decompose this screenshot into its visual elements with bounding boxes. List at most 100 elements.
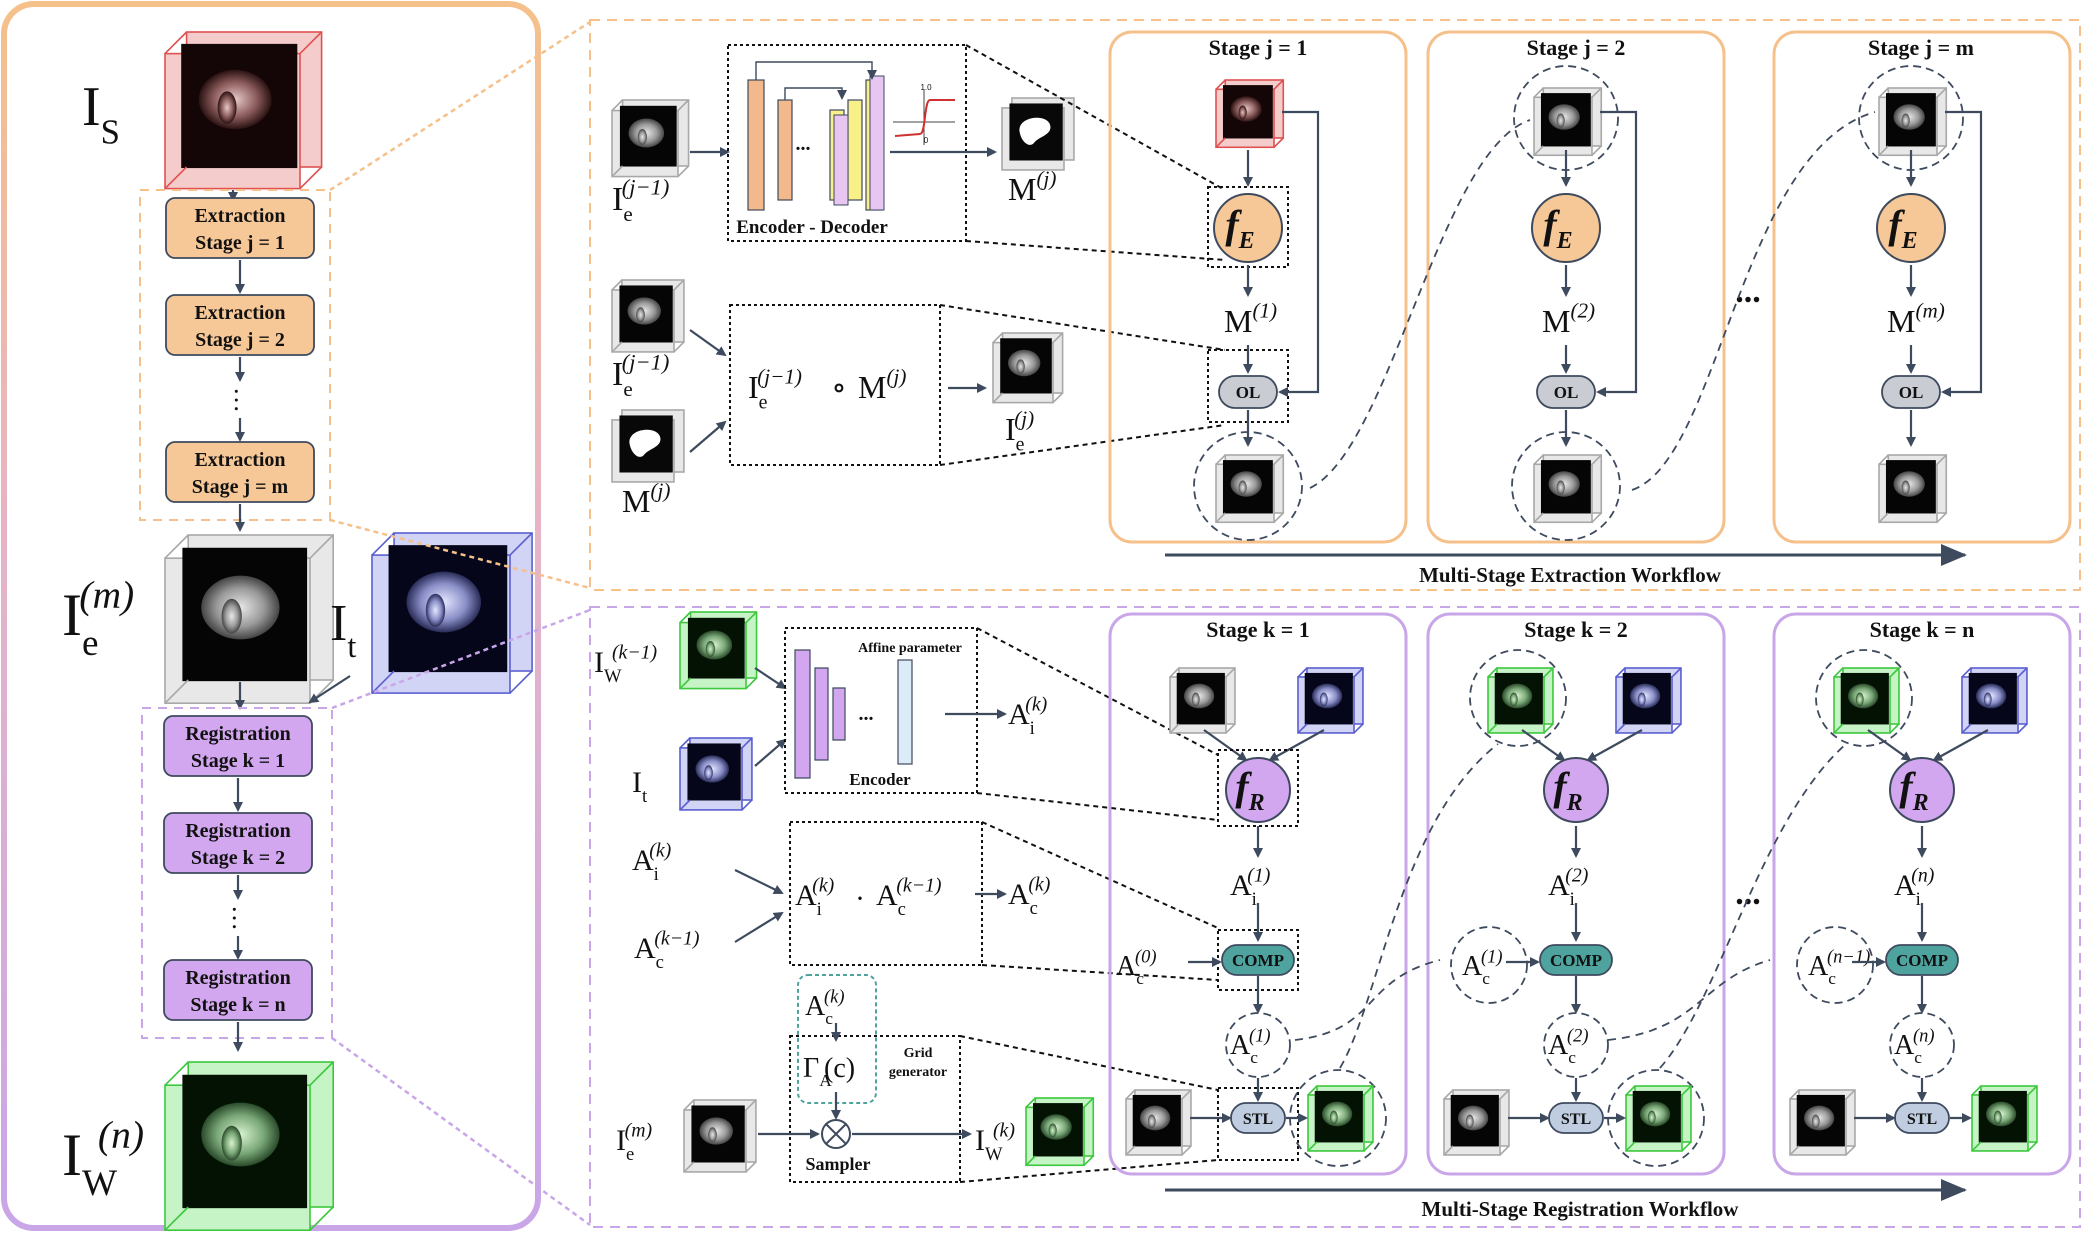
pill-shape bbox=[1881, 375, 1941, 409]
node-label: fR bbox=[1899, 764, 1928, 816]
zoom-line bbox=[959, 1159, 1219, 1183]
volume-edge bbox=[371, 670, 395, 694]
source-image-label: IS bbox=[82, 76, 120, 151]
stage-moving-volume-icon bbox=[1833, 667, 1900, 734]
step-line1: Extraction bbox=[194, 302, 285, 324]
volume-edge bbox=[1225, 667, 1236, 678]
volume-edge bbox=[1125, 1089, 1136, 1100]
step-line2: Stage k = 2 bbox=[191, 847, 285, 869]
volume-edge bbox=[1487, 667, 1498, 678]
sampler-label: Sampler bbox=[806, 1154, 871, 1174]
volume-edge bbox=[1273, 512, 1284, 523]
volume-edge bbox=[1625, 1085, 1636, 1096]
stage-title: Stage k = n bbox=[1870, 617, 1975, 642]
brain-stem bbox=[1993, 1110, 2002, 1125]
compose-operator: · bbox=[855, 882, 865, 915]
stage-title: Stage j = m bbox=[1868, 35, 1974, 60]
COMP-pill: COMP bbox=[1885, 944, 1959, 976]
volume-edge bbox=[1971, 1141, 1982, 1152]
volume-edge bbox=[1878, 512, 1889, 523]
volume-edge bbox=[164, 534, 189, 559]
stage-ac-input-label: Ac(1) bbox=[1462, 946, 1503, 988]
volume-edge bbox=[509, 670, 533, 694]
masking-box bbox=[729, 304, 941, 466]
stage-output-volume-icon bbox=[1533, 454, 1603, 524]
pill-shape bbox=[1536, 375, 1596, 409]
STL-pill: STL bbox=[1548, 1102, 1604, 1134]
extracted-volume-icon bbox=[164, 534, 334, 705]
stage-warped-volume-icon bbox=[1307, 1085, 1374, 1152]
volume-edge bbox=[1499, 1145, 1510, 1156]
volume-edge bbox=[1615, 667, 1626, 678]
volume-edge bbox=[1533, 512, 1544, 523]
step-line2: Stage k = n bbox=[190, 994, 285, 1016]
stage-link-curve bbox=[1294, 959, 1441, 1041]
brain-stem bbox=[221, 1125, 242, 1161]
node-label: fR bbox=[1553, 764, 1582, 816]
volume-edge bbox=[1273, 137, 1284, 148]
encoder-label: Encoder bbox=[849, 770, 911, 789]
pill-label: COMP bbox=[1550, 951, 1602, 970]
volume-edge bbox=[309, 1206, 334, 1231]
arrow-skip-to-OL bbox=[1596, 110, 1638, 397]
stage-ac-output-label: Ac(2) bbox=[1548, 1025, 1589, 1067]
warped-input-volume-icon bbox=[679, 611, 758, 690]
volume-edge bbox=[679, 677, 692, 690]
dashed-circle bbox=[1815, 649, 1913, 747]
brain-stem bbox=[1855, 692, 1864, 707]
volume-edge bbox=[683, 1099, 695, 1111]
ie-prev-label-2-text: Ie(j−1) bbox=[612, 350, 669, 402]
volume-edge bbox=[309, 534, 334, 559]
dashed-circle bbox=[1511, 431, 1621, 541]
stage-warped-volume-icon bbox=[1971, 1085, 2038, 1152]
volume-edge bbox=[1499, 1089, 1510, 1100]
gamma-symbol-text: ΓA bbox=[803, 1053, 832, 1090]
volume-edge bbox=[1671, 667, 1682, 678]
brain-stem bbox=[636, 307, 645, 323]
stage-frame bbox=[1108, 30, 1408, 544]
volume-edge bbox=[1052, 332, 1064, 344]
stage-affine-label-text: Ai(2) bbox=[1548, 865, 1588, 910]
volume-edge bbox=[1273, 454, 1284, 465]
extraction-stage-ellipsis: ... bbox=[1735, 273, 1761, 310]
zoom-line bbox=[959, 1035, 1219, 1091]
compose-box bbox=[789, 821, 983, 966]
stage-target-volume-icon bbox=[1297, 667, 1364, 734]
pill-label: STL bbox=[1561, 1111, 1591, 1128]
volume-edge bbox=[611, 99, 624, 112]
volume-edge bbox=[1543, 723, 1554, 734]
encoder-decoder-label: Encoder - Decoder bbox=[736, 217, 888, 238]
volume-edge bbox=[1591, 145, 1602, 156]
volume-edge bbox=[1443, 1089, 1454, 1100]
fR-node: fR bbox=[1889, 757, 1955, 823]
volume-edge bbox=[745, 1161, 757, 1173]
volume-edge bbox=[1936, 454, 1947, 465]
compose-output-label-text: Ac(k) bbox=[1008, 874, 1050, 919]
volume-edge bbox=[1615, 723, 1626, 734]
compose-output-label: Ac(k) bbox=[1008, 874, 1050, 919]
arrow-iw-to-encoder bbox=[754, 667, 787, 690]
registration-stage-panel: Stage k = n bbox=[1772, 612, 2072, 1176]
ac-prev-label-text: Ac(k−1) bbox=[634, 928, 700, 973]
stage-mask-label-text: M(m) bbox=[1887, 299, 1945, 339]
extraction-workflow-label: Multi-Stage Extraction Workflow bbox=[1419, 563, 1722, 587]
arrow-target-to-fR bbox=[1268, 729, 1325, 761]
stage-mask-label-text: M(2) bbox=[1542, 299, 1595, 339]
arrow-target-to-fR bbox=[1586, 729, 1643, 761]
brain-stem bbox=[1329, 1110, 1338, 1125]
dashed-circle bbox=[1543, 1012, 1609, 1078]
step-line1: Extraction bbox=[194, 449, 285, 471]
registration-workflow-label: Multi-Stage Registration Workflow bbox=[1422, 1197, 1740, 1221]
node-circle bbox=[1225, 757, 1291, 823]
stage-ac-input-label-text: Ac(n−1) bbox=[1808, 946, 1870, 988]
affine-parameter-label: Affine parameter bbox=[858, 641, 962, 656]
volume-edge bbox=[1833, 667, 1844, 678]
compose-term-a-text: Ai(k) bbox=[795, 875, 834, 920]
stage-link-curve bbox=[1631, 111, 1876, 491]
ie-m-label: Ie(m) bbox=[616, 1120, 652, 1165]
ie-prev-label-2: Ie(j−1) bbox=[612, 350, 669, 402]
compose-term-b: Ac(k−1) bbox=[876, 875, 942, 920]
volume-edge bbox=[1125, 1145, 1136, 1156]
volume-edge bbox=[1225, 723, 1236, 734]
